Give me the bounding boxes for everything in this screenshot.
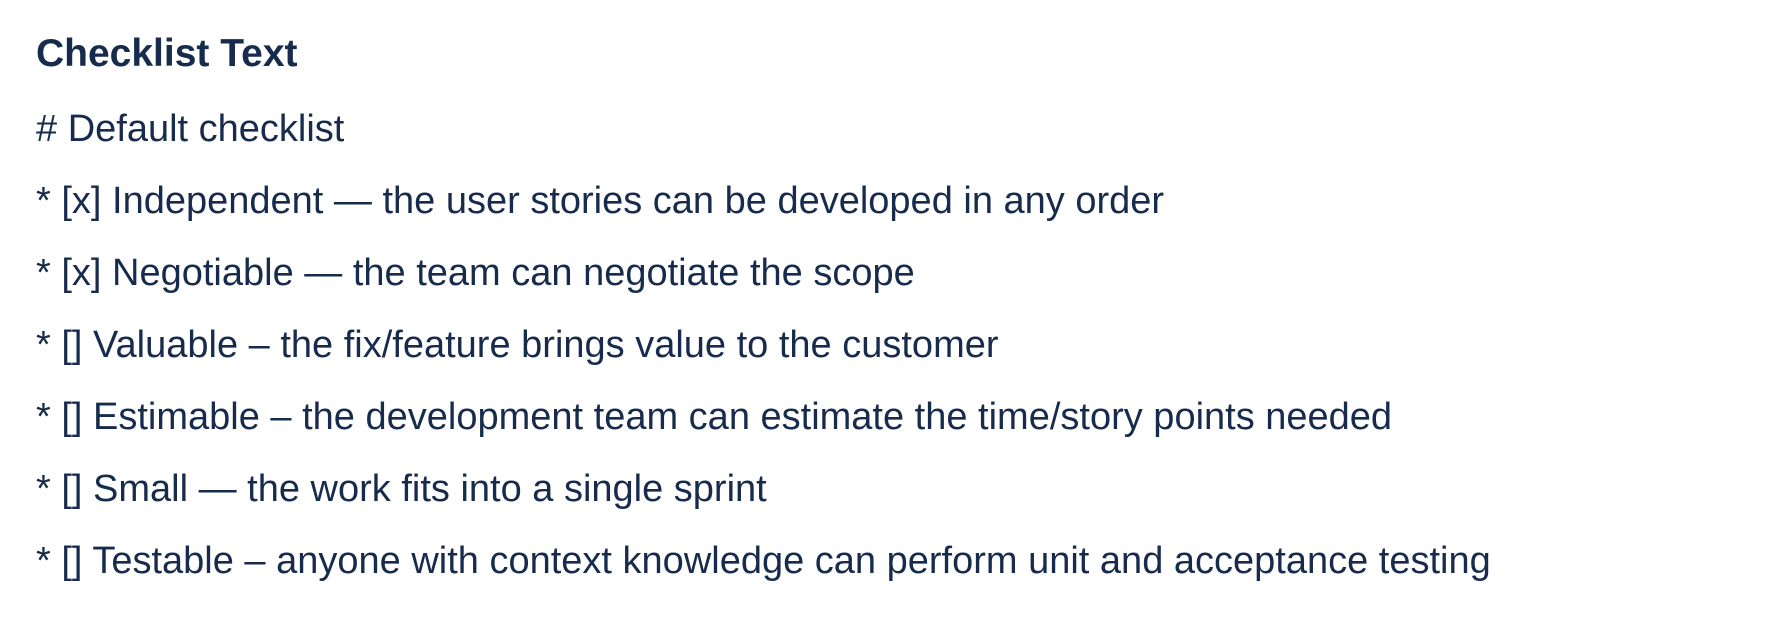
checklist-text-title: Checklist Text (36, 32, 298, 75)
checklist-item-estimable: * [] Estimable – the development team ca… (36, 396, 1393, 438)
checklist-item-independent: * [x] Independent — the user stories can… (36, 180, 1165, 222)
checklist-item-testable: * [] Testable – anyone with context know… (36, 540, 1491, 582)
checklist-heading-line: # Default checklist (36, 108, 345, 150)
checklist-text-content: # Default checklist * [x] Independent — … (36, 106, 1746, 584)
checklist-item-small: * [] Small — the work fits into a single… (36, 468, 767, 510)
checklist-item-valuable: * [] Valuable – the fix/feature brings v… (36, 324, 999, 366)
checklist-item-negotiable: * [x] Negotiable — the team can negotiat… (36, 252, 915, 294)
checklist-text-panel: Checklist Text # Default checklist * [x]… (36, 28, 1746, 610)
